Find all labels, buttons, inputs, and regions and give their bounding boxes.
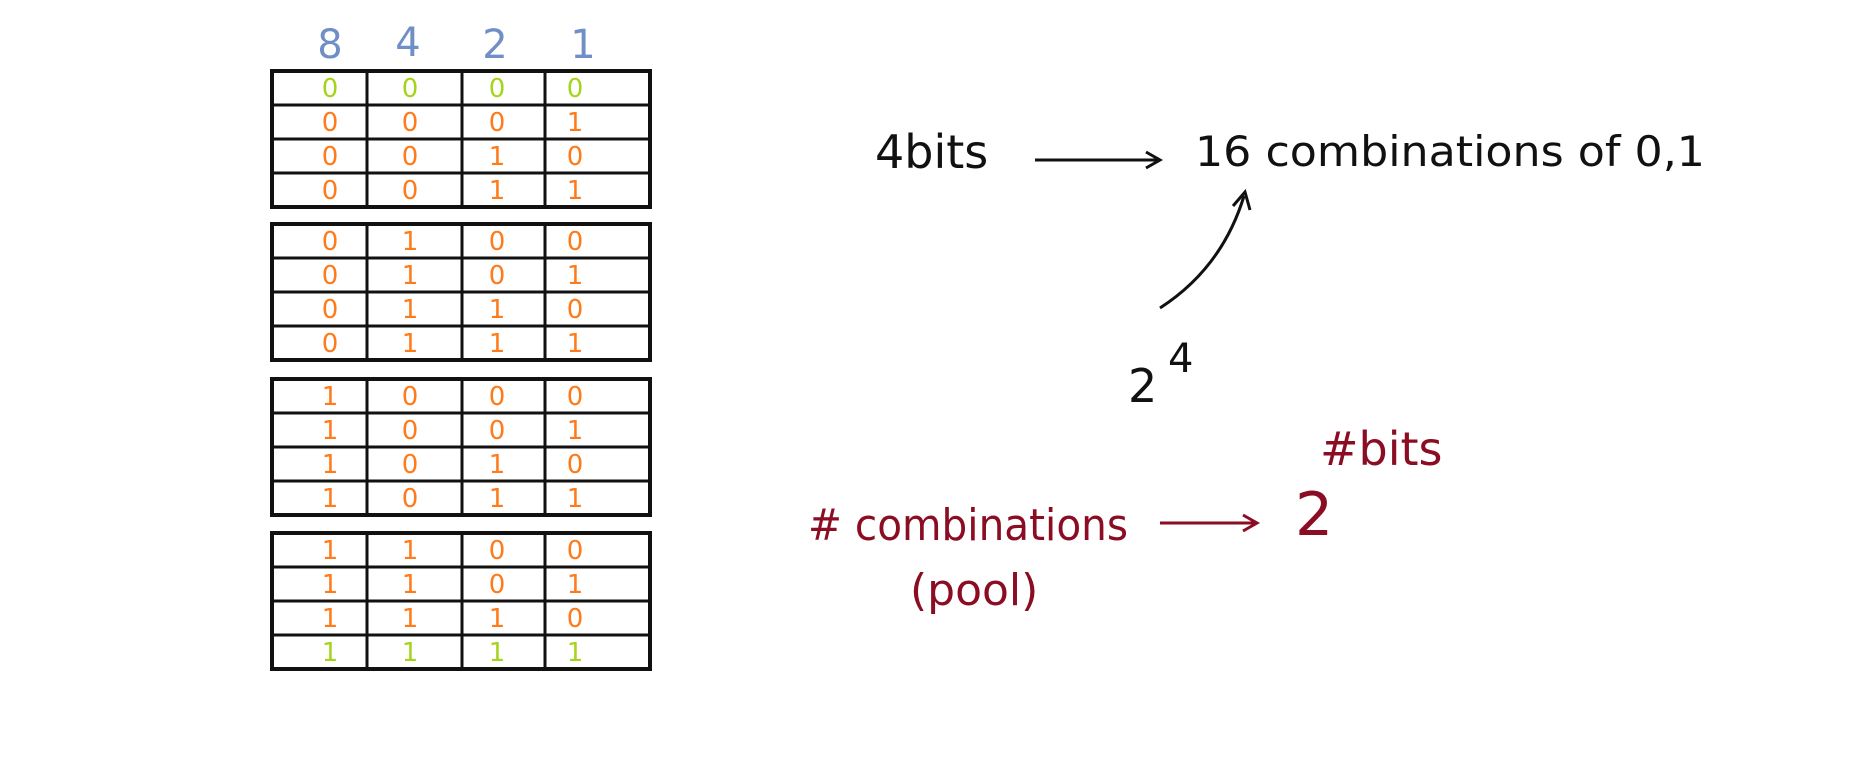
table-digit: 0 [402,176,419,206]
power-note: 2 4 [1128,188,1252,413]
table-digit: 1 [402,295,419,325]
table-digit: 0 [489,227,506,257]
table-digit: 0 [402,450,419,480]
table-digit: 0 [489,108,506,138]
header-8: 8 [317,22,342,68]
power-base: 2 [1128,359,1157,413]
table-digit: 0 [402,382,419,412]
combinations-label: 16 combinations of 0,1 [1195,127,1705,176]
arrow-head [1145,150,1164,170]
table-digit: 1 [489,176,506,206]
table-digit: 1 [489,295,506,325]
table-digit: 0 [322,329,339,359]
table-digit: 0 [489,570,506,600]
formula-arrow-head [1242,513,1261,533]
table-digit: 1 [402,604,419,634]
table-digit: 0 [322,261,339,291]
table-digit: 1 [489,450,506,480]
bits-note: 4bits 16 combinations of 0,1 [875,125,1705,179]
table-digit: 1 [322,416,339,446]
table-digit: 1 [489,638,506,668]
table-digit: 1 [322,382,339,412]
table-digit: 1 [489,604,506,634]
formula-pool: (pool) [910,565,1038,616]
table-digit: 0 [489,536,506,566]
table-digit: 0 [322,108,339,138]
table-digit: 1 [567,484,584,514]
table-digit: 1 [489,329,506,359]
table-digit: 0 [322,227,339,257]
table-digit: 1 [322,450,339,480]
table-digit: 0 [322,142,339,172]
table-digit: 1 [402,536,419,566]
column-headers: 8 4 2 1 [317,20,595,68]
header-1: 1 [570,22,595,68]
table-block: 1 0 0 0 1 0 0 1 1 0 1 0 1 0 1 1 [270,377,652,517]
header-4: 4 [395,20,420,66]
table-digit: 0 [322,176,339,206]
table-digit: 0 [402,142,419,172]
table-digit: 1 [402,227,419,257]
table-digit: 1 [567,416,584,446]
table-digit: 0 [402,74,419,104]
table-digit: 0 [489,382,506,412]
table-digit: 0 [567,227,584,257]
table-digit: 1 [322,570,339,600]
table-digit: 1 [402,638,419,668]
formula-exponent: #bits [1320,422,1443,476]
curved-arrow [1159,195,1246,310]
table-digit: 0 [567,74,584,104]
table-digit: 0 [567,450,584,480]
table-digit: 1 [402,261,419,291]
table-digit: 0 [567,295,584,325]
table-digit: 1 [402,570,419,600]
table-digit: 1 [322,604,339,634]
formula-base: 2 [1295,480,1333,550]
table-digit: 1 [567,108,584,138]
table-digit: 0 [322,74,339,104]
table-digit: 1 [567,638,584,668]
table-digit: 1 [489,142,506,172]
table-digit: 0 [402,484,419,514]
table-digit: 0 [567,142,584,172]
formula-lhs: # combinations [808,500,1128,551]
header-2: 2 [482,22,507,68]
table-digit: 0 [489,74,506,104]
table-block: 0 1 0 0 0 1 0 1 0 1 1 0 0 1 1 1 [270,222,652,362]
table-digit: 1 [402,329,419,359]
table-digit: 1 [322,536,339,566]
table-digit: 1 [567,570,584,600]
table-digit: 0 [402,416,419,446]
table-digit: 0 [567,382,584,412]
table-digit: 0 [489,416,506,446]
table-digit: 0 [567,536,584,566]
table-digit: 1 [489,484,506,514]
table-block: 1 1 0 0 1 1 0 1 1 1 1 0 1 1 1 1 [270,531,652,671]
table-digit: 1 [322,638,339,668]
formula: # combinations (pool) 2 #bits [808,422,1443,616]
table-digit: 0 [322,295,339,325]
table-digit: 1 [322,484,339,514]
table-digit: 1 [567,329,584,359]
table-digit: 0 [567,604,584,634]
table-digit: 0 [402,108,419,138]
table-block: 0 0 0 0 0 0 0 1 0 0 1 0 0 0 1 1 [270,69,652,209]
table-digit: 1 [567,176,584,206]
bits-label: 4bits [875,125,988,179]
power-exponent: 4 [1168,336,1193,382]
table-digit: 1 [567,261,584,291]
curved-arrow-head [1231,188,1252,211]
table-digit: 0 [489,261,506,291]
